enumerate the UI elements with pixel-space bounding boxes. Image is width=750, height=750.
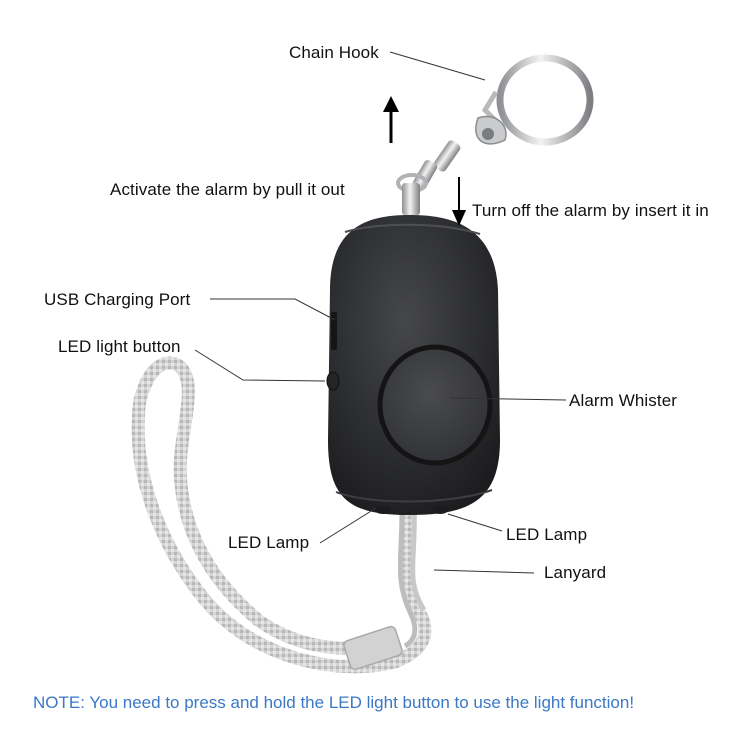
label-activate-alarm: Activate the alarm by pull it out [110,180,345,199]
lanyard-slider [343,625,403,671]
led-lamp-right [432,506,448,514]
label-lanyard: Lanyard [544,563,607,582]
alarm-whistle [377,344,493,466]
chain-hook [396,54,594,215]
led-light-button [326,371,340,391]
label-led-lamp-left: LED Lamp [228,533,310,552]
label-led-lamp-right: LED Lamp [506,525,588,544]
usb-charging-port [331,312,337,350]
label-chain-hook: Chain Hook [289,43,379,62]
led-lamp-left [375,506,391,514]
label-turn-off-alarm: Turn off the alarm by insert it in [472,201,709,220]
alarm-device-body [326,215,500,515]
usage-note: NOTE: You need to press and hold the LED… [33,693,635,712]
arrow-up-icon [383,96,399,143]
arrow-down-icon [452,177,466,226]
label-alarm-whister: Alarm Whister [569,391,678,410]
lanyard-strap [131,356,432,674]
alarm-pin [402,183,420,215]
label-led-light-button: LED light button [58,337,181,356]
label-usb-charging-port: USB Charging Port [44,290,191,309]
leader-lines [194,51,567,574]
